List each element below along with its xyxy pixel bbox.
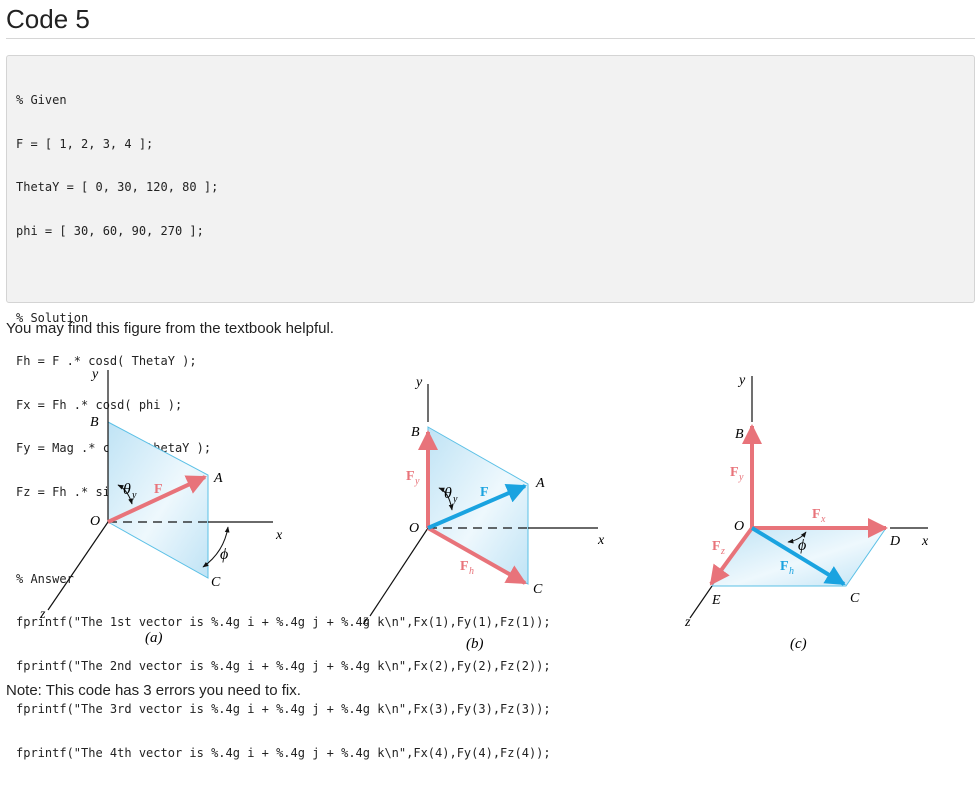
caption-a: (a): [145, 630, 163, 646]
code-line: ThetaY = [ 0, 30, 120, 80 ];: [16, 180, 219, 194]
label-x-a: x: [275, 528, 283, 543]
label-fy-sub-c: y: [738, 472, 744, 483]
force-fz-arrow-c: [709, 526, 754, 586]
label-fx-c: F: [812, 507, 821, 522]
diagram-c: y B F y O F x F z F h ϕ D x C E z (c): [684, 373, 929, 652]
label-a-a: A: [213, 471, 223, 486]
diagram-a: y B O A C x z θ y F ϕ (a): [39, 367, 283, 646]
axis-z-c: [689, 585, 713, 619]
label-fh-b: F: [460, 559, 469, 574]
caption-c: (c): [790, 636, 807, 652]
theta-arc-b: [438, 487, 454, 511]
label-e-c: E: [711, 593, 721, 608]
code-line: % Answer: [16, 571, 74, 586]
label-fy-sub-b: y: [414, 476, 420, 487]
label-fh-sub-c: h: [789, 566, 794, 577]
label-fz-sub-c: z: [720, 546, 725, 557]
label-o-b: O: [409, 521, 419, 536]
code-blank-line: [16, 267, 551, 282]
label-theta-sub-a: y: [131, 490, 137, 501]
label-phi-a: ϕ: [220, 546, 228, 563]
label-o-a: O: [90, 514, 100, 529]
textbook-figure: y B O A C x z θ y F ϕ (a) y B F y O θ y …: [28, 362, 948, 667]
label-c-c: C: [850, 591, 860, 606]
label-theta-sub-b: y: [452, 494, 458, 505]
page-title: Code 5: [6, 4, 90, 34]
code-line: Fx = Fh .* cosd( phi );: [16, 397, 183, 412]
title-divider: [6, 38, 975, 39]
label-c-a: C: [211, 575, 221, 590]
diagram-b: y B F y O θ y F A C F h x z (b): [362, 375, 605, 652]
code-line: fprintf("The 2nd vector is %.4g i + %.4g…: [16, 658, 551, 673]
phi-arc-c: [787, 531, 807, 544]
code-line: Fh = F .* cosd( ThetaY );: [16, 354, 197, 368]
code-block[interactable]: % Given F = [ 1, 2, 3, 4 ]; ThetaY = [ 0…: [6, 55, 975, 760]
code-line: phi = [ 30, 60, 90, 270 ];: [16, 223, 204, 238]
label-y-c: y: [737, 373, 746, 388]
label-o-c: O: [734, 519, 744, 534]
label-x-b: x: [597, 533, 605, 548]
code-line: % Solution: [16, 310, 89, 325]
code-line: % Given: [16, 93, 67, 107]
force-f-arrow-b: [427, 483, 527, 530]
note-text: Note: This code has 3 errors you need to…: [6, 682, 301, 699]
theta-arc-a: [117, 484, 133, 505]
label-fh-sub-b: h: [469, 566, 474, 577]
axis-z-a: [47, 521, 109, 611]
label-fy-b: F: [406, 469, 415, 484]
label-b-b: B: [411, 425, 420, 440]
label-f-a: F: [154, 482, 163, 497]
label-z-b: z: [362, 613, 369, 628]
label-fx-sub-c: x: [820, 514, 826, 525]
label-b-a: B: [90, 415, 99, 430]
label-y-b: y: [414, 375, 423, 390]
label-z-c: z: [684, 615, 691, 630]
label-fz-c: F: [712, 539, 721, 554]
code-line: fprintf("The 3rd vector is %.4g i + %.4g…: [16, 702, 551, 716]
label-c-b: C: [533, 582, 543, 597]
label-z-a: z: [39, 607, 46, 622]
code-line: fprintf("The 1st vector is %.4g i + %.4g…: [16, 615, 551, 629]
label-f-b: F: [480, 485, 489, 500]
vector-diagram: y B O A C x z θ y F ϕ (a) y B F y O θ y …: [39, 367, 929, 652]
label-x-c: x: [921, 534, 929, 549]
force-fh-arrow-b: [427, 526, 527, 585]
force-fh-arrow-c: [750, 526, 846, 586]
phi-arc-a: [202, 526, 230, 568]
force-f-arrow-a: [107, 475, 207, 524]
label-fy-c: F: [730, 465, 739, 480]
axis-z-b: [369, 527, 429, 617]
label-y-a: y: [90, 367, 99, 382]
code-line: F = [ 1, 2, 3, 4 ];: [16, 136, 154, 151]
caption-b: (b): [466, 636, 484, 652]
label-a-b: A: [535, 476, 545, 491]
code-line: fprintf("The 4th vector is %.4g i + %.4g…: [16, 745, 551, 760]
hint-text: You may find this figure from the textbo…: [6, 320, 334, 337]
label-theta-a: θ: [123, 481, 131, 498]
label-phi-c: ϕ: [798, 537, 806, 554]
label-d-c: D: [889, 534, 900, 549]
label-b-c: B: [735, 427, 744, 442]
label-theta-b: θ: [444, 485, 452, 502]
label-fh-c: F: [780, 559, 789, 574]
